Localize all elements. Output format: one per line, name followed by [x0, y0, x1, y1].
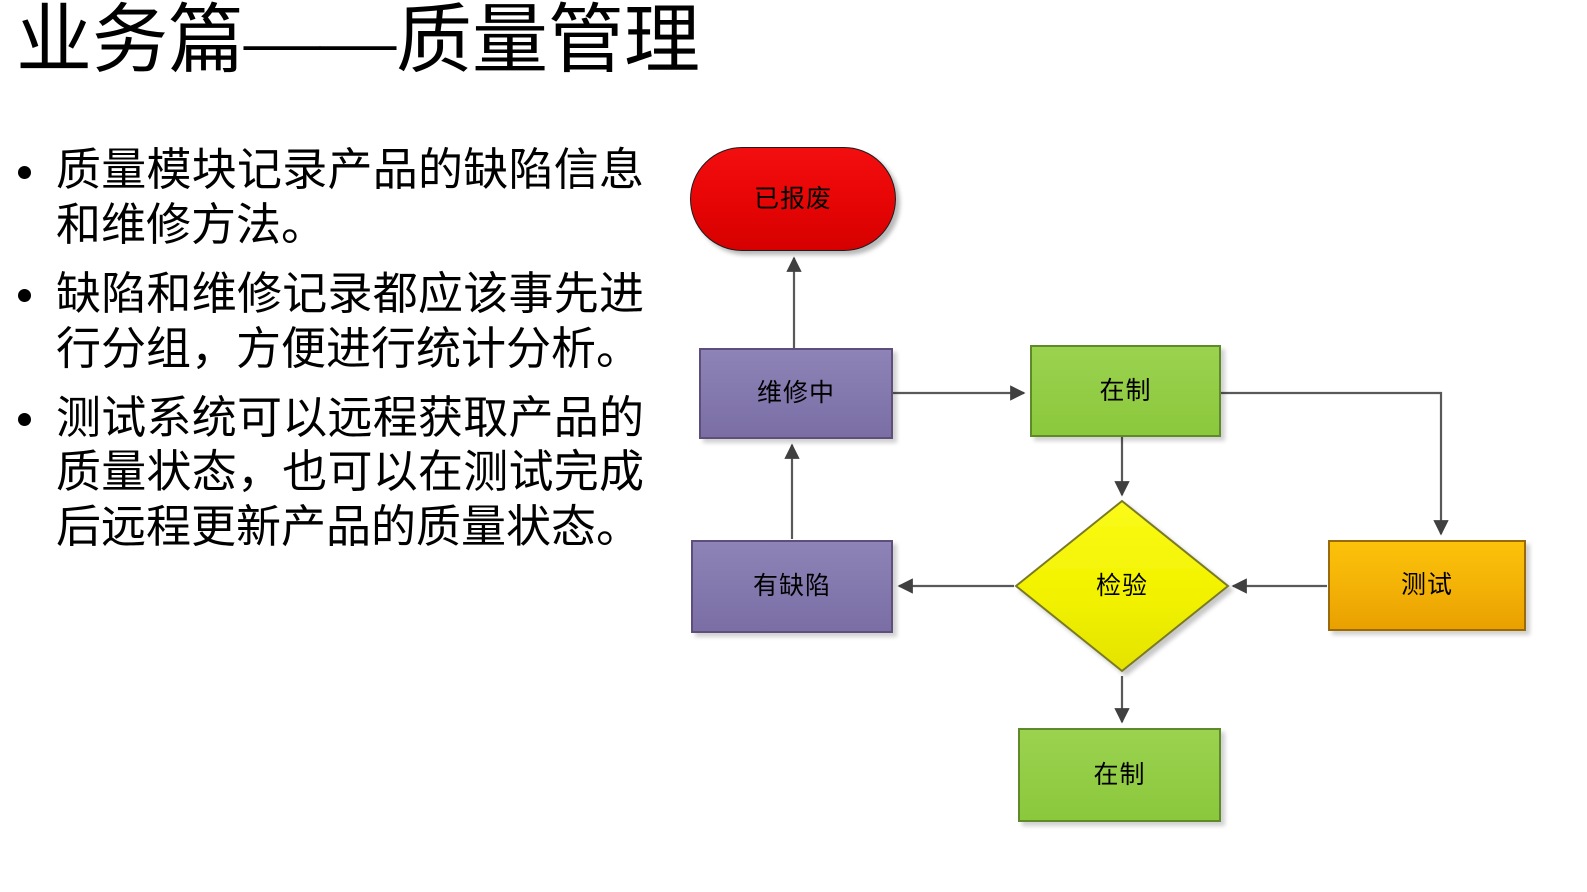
- list-item: 缺陷和维修记录都应该事先进行分组，方便进行统计分析。: [4, 267, 644, 377]
- node-wip-top-label: 在制: [1099, 377, 1152, 405]
- bullet-dot-icon: [18, 165, 31, 179]
- bullet-dot-icon: [18, 289, 31, 303]
- node-test[interactable]: 测试: [1328, 540, 1526, 631]
- list-item-label: 测试系统可以远程获取产品的质量状态，也可以在测试完成后远程更新产品的质量状态。: [56, 392, 644, 553]
- list-item-label: 缺陷和维修记录都应该事先进行分组，方便进行统计分析。: [56, 268, 644, 374]
- node-repairing[interactable]: 维修中: [699, 348, 893, 439]
- bullet-dot-icon: [18, 413, 31, 427]
- node-repairing-label: 维修中: [756, 380, 835, 407]
- node-scrapped-label: 已报废: [753, 185, 832, 213]
- node-inspect: 检验: [1017, 500, 1227, 672]
- bullet-list: 质量模块记录产品的缺陷信息和维修方法。 缺陷和维修记录都应该事先进行分组，方便进…: [4, 143, 644, 555]
- list-item-label: 质量模块记录产品的缺陷信息和维修方法。: [56, 145, 644, 250]
- node-wip-top[interactable]: 在制: [1030, 345, 1221, 437]
- node-defective-label: 有缺陷: [752, 573, 831, 600]
- node-inspect-label: 检验: [1095, 572, 1148, 600]
- node-scrapped[interactable]: 已报废: [690, 147, 896, 251]
- page-title: 业务篇——质量管理: [16, 0, 700, 83]
- list-item: 质量模块记录产品的缺陷信息和维修方法。: [4, 143, 644, 253]
- list-item: 测试系统可以远程获取产品的质量状态，也可以在测试完成后远程更新产品的质量状态。: [4, 391, 644, 556]
- edge-wip-top-to-test: [1221, 391, 1449, 536]
- node-wip-bottom[interactable]: 在制: [1018, 728, 1221, 822]
- node-wip-bottom-label: 在制: [1093, 761, 1146, 789]
- node-defective[interactable]: 有缺陷: [691, 540, 893, 633]
- node-test-label: 测试: [1400, 572, 1453, 599]
